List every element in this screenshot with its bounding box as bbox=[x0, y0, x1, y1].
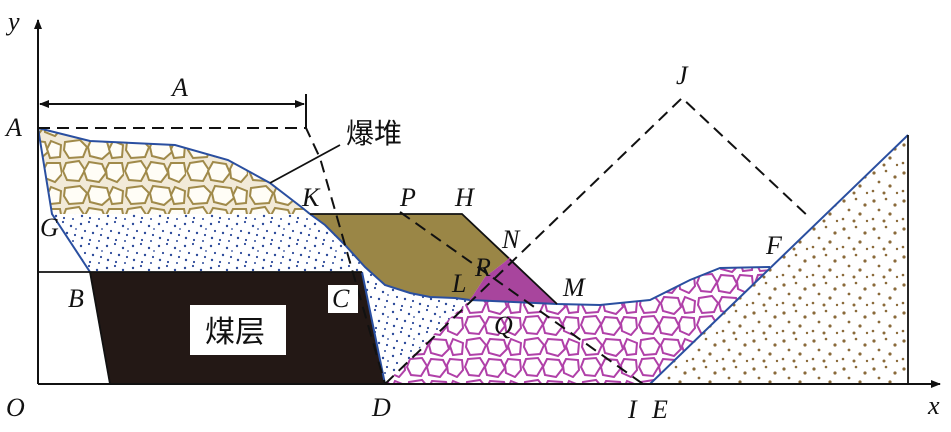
pit-floor-wall-line bbox=[361, 271, 386, 385]
dimension-label: A bbox=[170, 73, 188, 102]
purple-rock-region bbox=[385, 267, 770, 384]
spoil-block bbox=[310, 214, 510, 300]
point-i-label: I bbox=[627, 395, 638, 424]
blast-pile-surface-line bbox=[37, 127, 771, 307]
purple-line-lr bbox=[469, 257, 511, 301]
blue-dotted-overburden bbox=[52, 214, 470, 384]
coal-left-line bbox=[89, 271, 111, 385]
point-h-label: H bbox=[454, 183, 475, 212]
point-r-label: R bbox=[474, 253, 491, 282]
highwall-line bbox=[37, 127, 91, 273]
x-axis-label: x bbox=[927, 391, 940, 420]
blast-pile-label: 爆堆 bbox=[346, 117, 402, 150]
point-c-label: C bbox=[332, 284, 350, 313]
dashed-line-p-q bbox=[399, 211, 644, 385]
point-n-label: N bbox=[501, 225, 521, 254]
point-f-label: F bbox=[765, 231, 783, 260]
blast-pile-pointer-line bbox=[269, 144, 341, 184]
point-b-label: B bbox=[68, 284, 84, 313]
point-d-label: D bbox=[371, 393, 391, 422]
spoil-top-line bbox=[310, 213, 558, 305]
coal-seam-label: 煤层 bbox=[205, 315, 265, 350]
dashed-line-d-j bbox=[384, 96, 811, 385]
point-g-label: G bbox=[40, 213, 59, 242]
origin-label: O bbox=[6, 393, 25, 422]
point-a-label: A bbox=[4, 113, 22, 142]
y-axis-label: y bbox=[5, 7, 20, 36]
point-l-label: L bbox=[451, 269, 466, 298]
point-e-label: E bbox=[651, 395, 668, 424]
coal-seam-label-box bbox=[190, 305, 286, 355]
blast-pile-rocks bbox=[38, 128, 310, 214]
point-b-label-box bbox=[64, 283, 90, 311]
point-j-label: J bbox=[676, 61, 689, 90]
spoil-slope-line bbox=[649, 134, 909, 385]
purple-triangle-region bbox=[470, 258, 557, 304]
point-m-label: M bbox=[562, 273, 586, 302]
point-p-label: P bbox=[399, 183, 416, 212]
point-k-label: K bbox=[301, 183, 321, 212]
point-c-label-box bbox=[328, 285, 358, 313]
point-q-label: Q bbox=[494, 311, 513, 340]
dashed-top-line bbox=[38, 127, 386, 385]
